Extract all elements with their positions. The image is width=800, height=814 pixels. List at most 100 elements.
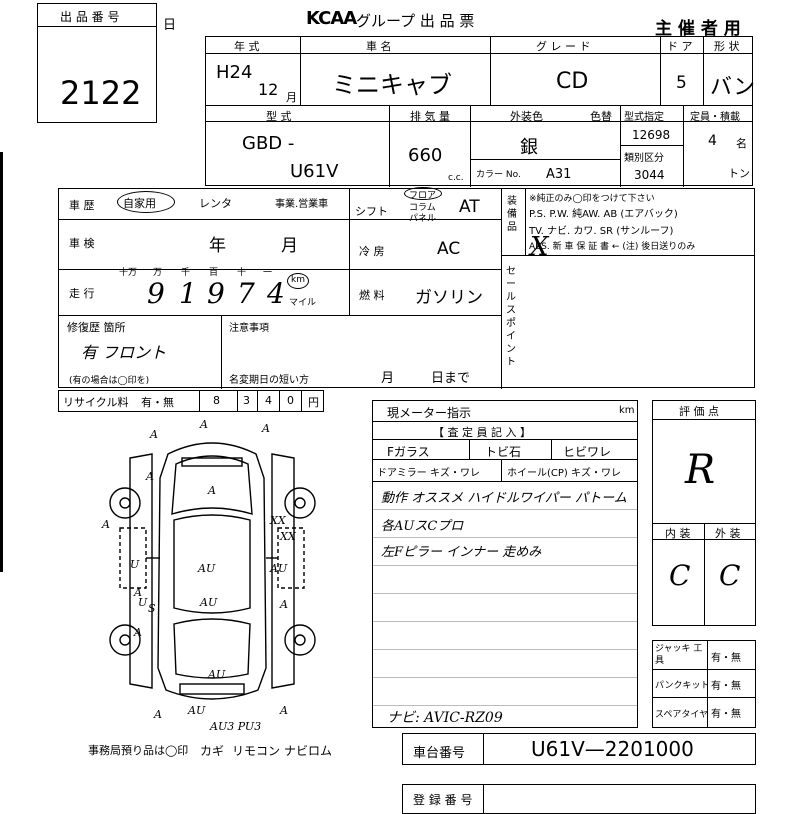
- damage-mark-18: AU: [207, 668, 226, 681]
- accessory-jack-value: 有・無: [711, 653, 741, 664]
- model-label: 型 式: [266, 110, 292, 123]
- equipment-note: ※純正のみ◯印をつけて下さい: [529, 194, 655, 204]
- accessory-jack-label: ジャッキ 工 具: [655, 644, 703, 666]
- category-value: 3044: [634, 168, 665, 182]
- damage-mark-10: A: [133, 586, 142, 599]
- history-label: 車 歴: [69, 199, 95, 212]
- lot-number: 2122: [60, 74, 142, 112]
- damage-mark-7: XX: [269, 514, 287, 527]
- exterior-label: 外 装: [715, 527, 741, 540]
- body-value: バン: [710, 75, 756, 100]
- lot-number-box: 出 品 番 号 2122: [37, 3, 157, 123]
- model-prefix: GBD -: [242, 133, 295, 154]
- damage-mark-14: AU: [269, 562, 288, 575]
- capacity-unit: 名: [736, 137, 747, 150]
- change-day: 日まで: [431, 371, 471, 386]
- body-label: 形 状: [714, 40, 740, 53]
- glass-option-crack: ヒビワレ: [563, 445, 612, 459]
- shift-value: AT: [459, 197, 480, 217]
- damage-mark-9: U: [130, 558, 140, 571]
- capacity-value: 4: [708, 133, 717, 149]
- office-item-remote: リモコン: [232, 744, 281, 758]
- damage-mark-4: A: [145, 470, 154, 483]
- year-label: 年 式: [234, 40, 260, 53]
- recycle-unit: 円: [308, 396, 319, 409]
- history-box: 車 歴 自家用 レンタ 事業.営業車 シフト フロア コラム パネル AT 装 …: [58, 187, 755, 389]
- score-label: 評 価 点: [679, 405, 719, 418]
- inspection-month-unit: 月: [281, 236, 298, 256]
- recycle-label: リサイクル料: [63, 396, 129, 409]
- damage-mark-13: AU: [197, 562, 216, 575]
- mileage-digit-4: 7: [237, 277, 255, 310]
- type-designation-label: 型式指定: [624, 112, 664, 123]
- lot-number-label: 出 品 番 号: [60, 10, 120, 24]
- accessory-puncture-label: パンクキット: [655, 681, 710, 691]
- change-label: 名変期日の短い方: [229, 375, 309, 386]
- mileage-digit-1: 9: [147, 277, 165, 310]
- damage-mark-2: A: [199, 418, 208, 431]
- interior-label: 内 装: [665, 527, 691, 540]
- equipment-line-2: TV. ナビ. カワ. SR (サンルーフ): [529, 226, 674, 237]
- damage-mark-20: A: [279, 704, 288, 717]
- place-10k: 万: [153, 268, 163, 278]
- form-title: グループ 出 品 票: [356, 12, 475, 30]
- grade-value: CD: [556, 69, 589, 94]
- wheel-label: ホイール(CP) キズ・ワレ: [507, 468, 621, 479]
- damage-mark-15: A: [279, 598, 288, 611]
- name-label: 車 名: [366, 40, 392, 53]
- office-item-key: カギ: [200, 744, 225, 758]
- equipment-line-3: ABS. 新 車 保 証 書 ← (注) 後日送りのみ: [529, 242, 696, 252]
- accessories-box: ジャッキ 工 具 有・無 パンクキット 有・無 スペアタイヤ 有・無: [652, 640, 756, 728]
- color-no-value: A31: [546, 167, 572, 182]
- damage-mark-12: S: [148, 602, 156, 615]
- ext-color-value: 銀: [520, 137, 538, 158]
- meter-unit: km: [619, 405, 635, 416]
- sales-point-label: セールスポイント: [506, 266, 516, 368]
- damage-mark-21: AU: [187, 704, 206, 717]
- damage-mark-6: A: [101, 518, 110, 531]
- inspection-year-unit: 年: [209, 236, 226, 256]
- equipment-label: 装 備 品: [507, 196, 517, 233]
- doors-value: 5: [676, 73, 687, 93]
- interior-grade: C: [669, 559, 691, 592]
- displacement-unit: c.c.: [448, 173, 464, 183]
- glass-label: Fガラス: [387, 445, 430, 459]
- glass-option-chip: トビ石: [485, 445, 522, 459]
- year-value: H24: [216, 62, 253, 83]
- inspector-box: 現メーター指示 km 【 査 定 員 記 入 】 Fガラス トビ石 ヒビワレ ド…: [372, 400, 638, 728]
- comment-line-3: 左Fピラー インナー 走めみ: [381, 545, 542, 560]
- mileage-digit-3: 9: [207, 277, 225, 310]
- inspection-label: 車 検: [69, 237, 95, 250]
- color-no-label: カラー No.: [476, 170, 521, 180]
- mileage-digit-5: 4: [267, 277, 285, 310]
- displacement-value: 660: [408, 145, 443, 166]
- score-box: 評 価 点 R 内 装 外 装 C C: [652, 400, 756, 626]
- damage-mark-3: A: [261, 422, 270, 435]
- recycle-digit-1: 8: [213, 394, 220, 407]
- chassis-number: U61V—2201000: [531, 737, 694, 761]
- color-type-label: 色替: [590, 110, 612, 123]
- office-note: 事務局預り品は◯印: [88, 744, 189, 757]
- damage-mark-22: AU3 PU3: [209, 720, 261, 733]
- history-option-rental: レンタ: [199, 197, 232, 210]
- type-designation-value: 12698: [632, 128, 671, 142]
- accessory-puncture-value: 有・無: [711, 681, 741, 692]
- damage-mark-1: A: [149, 428, 158, 441]
- accessory-spare-value: 有・無: [711, 709, 741, 720]
- mirror-label: ドアミラー キズ・ワレ: [377, 468, 480, 479]
- damage-mark-19: A: [153, 708, 162, 721]
- capacity-label: 定員・積載: [690, 112, 740, 123]
- ac-label: 冷 房: [359, 245, 385, 258]
- recycle-digit-3: 4: [265, 394, 272, 407]
- damage-mark-8: XX: [279, 530, 297, 543]
- history-option-business: 事業.営業車: [275, 199, 329, 210]
- chassis-label: 車台番号: [413, 746, 466, 761]
- office-item-navirom: ナビロム: [284, 744, 333, 758]
- margin-bar: [0, 152, 3, 572]
- damage-mark-16: AU: [199, 596, 218, 609]
- damage-mark-17: A: [133, 626, 142, 639]
- day-label: 日: [163, 18, 177, 33]
- repair-label: 修復歴 箇所: [67, 321, 126, 334]
- doors-label: ド ア: [667, 40, 693, 53]
- exterior-grade: C: [719, 559, 741, 592]
